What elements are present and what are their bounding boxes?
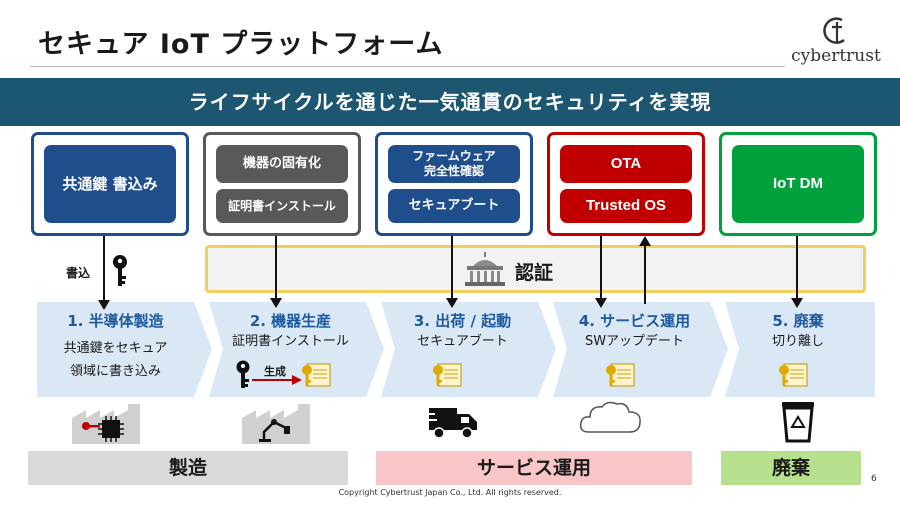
- step3-title: 3. 出荷 / 起動: [413, 312, 512, 330]
- recycle-bin-icon: [782, 402, 814, 443]
- copyright-notice: Copyright Cybertrust Japan Co., Ltd. All…: [338, 488, 562, 497]
- authentication-label: 認証: [515, 262, 554, 284]
- truck-icon: [427, 408, 477, 439]
- phase1-box: 共通鍵 書込み: [31, 132, 189, 236]
- shared-key-write-box: 共通鍵 書込み: [44, 145, 176, 223]
- certificate-icon: [433, 363, 462, 387]
- category-disposal: 廃棄: [721, 451, 861, 485]
- arrow-b1-to-step1: [98, 236, 110, 310]
- step3-chevron: [381, 302, 556, 397]
- phase4-box: OTA Trusted OS: [547, 132, 705, 236]
- government-building-icon: [465, 252, 505, 286]
- category-service-operation: サービス運用: [376, 451, 692, 485]
- cloud-icon: [579, 401, 641, 433]
- title-divider: [30, 66, 785, 67]
- cybertrust-logo: cybertrust: [786, 14, 886, 70]
- banner: ライフサイクルを通じた一気通貫のセキュリティを実現: [0, 78, 900, 126]
- step2-chevron: [209, 302, 384, 397]
- generate-label: 生成: [264, 365, 286, 378]
- certificate-icon: [302, 363, 331, 387]
- write-label: 書込: [66, 266, 91, 280]
- cybertrust-logo-mark: [823, 17, 845, 44]
- step5-chevron: [725, 302, 875, 397]
- step1-chevron: [37, 302, 212, 397]
- firmware-integrity-box: ファームウェア 完全性確認: [388, 145, 520, 183]
- device-uniqueness-box: 機器の固有化: [216, 145, 348, 183]
- phase3-box: ファームウェア 完全性確認 セキュアブート: [375, 132, 533, 236]
- key-icon: [236, 360, 250, 388]
- trusted-os-box: Trusted OS: [560, 189, 692, 223]
- cert-install-box: 証明書インストール: [216, 189, 348, 223]
- step4-description: SWアップデート: [584, 334, 685, 349]
- step4-chevron: [553, 302, 728, 397]
- phase2-box: 機器の固有化 証明書インストール: [203, 132, 361, 236]
- secure-boot-box: セキュアブート: [388, 189, 520, 223]
- certificate-icon: [606, 363, 635, 387]
- page-number: 6: [871, 474, 877, 484]
- category-manufacturing: 製造: [28, 451, 348, 485]
- step2-title: 2. 機器生産: [249, 312, 332, 330]
- step1-description: 共通鍵をセキュア 領域に書き込み: [63, 341, 168, 380]
- logo-wordmark: cybertrust: [791, 46, 881, 66]
- iot-dm-box: IoT DM: [732, 145, 864, 223]
- phase5-box: IoT DM: [719, 132, 877, 236]
- chip-factory-icon: [72, 404, 140, 444]
- key-icon: [113, 255, 127, 286]
- step1-title: 1. 半導体製造: [67, 312, 164, 330]
- step5-description: 切り離し: [771, 334, 824, 349]
- robot-factory-icon: [242, 404, 310, 444]
- generate-arrow: [252, 375, 302, 385]
- authentication-bar: [205, 245, 866, 293]
- step3-description: セキュアブート: [417, 334, 508, 349]
- step2-description: 証明書インストール: [232, 334, 349, 349]
- ota-box: OTA: [560, 145, 692, 183]
- step5-title: 5. 廃棄: [772, 312, 824, 330]
- certificate-icon: [779, 363, 808, 387]
- step4-title: 4. サービス運用: [578, 312, 691, 330]
- page-title: セキュア IoT プラットフォーム: [38, 29, 444, 60]
